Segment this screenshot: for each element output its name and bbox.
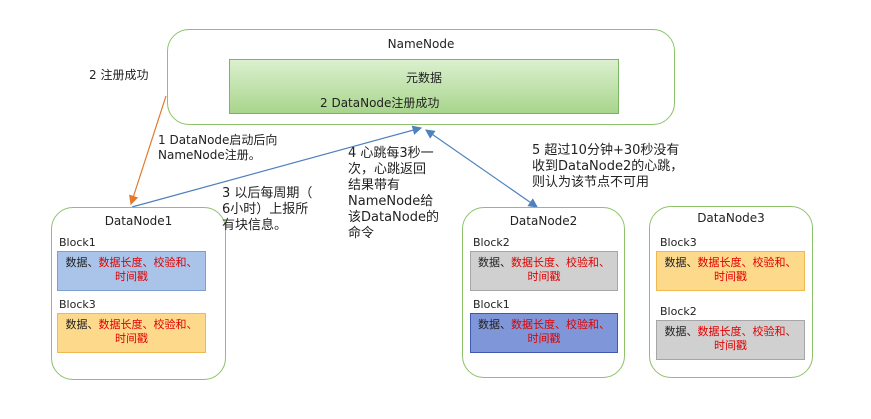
- datanode1-block1: 数据、数据长度、校验和、 时间戳: [57, 251, 206, 291]
- datanode3-block-label: Block2: [660, 305, 697, 318]
- block-meta-text: 数据长度、校验和、: [697, 256, 797, 269]
- block-timestamp-text: 时间戳: [527, 332, 561, 345]
- block-timestamp-text: 时间戳: [714, 270, 747, 283]
- timeout-note-line: 收到DataNode2的心跳，: [532, 159, 684, 174]
- datanode2-block2: 数据、数据长度、校验和、 时间戳: [470, 251, 618, 291]
- block-timestamp-text: 时间戳: [115, 270, 148, 283]
- datanode2-block1: 数据、数据长度、校验和、 时间戳: [470, 313, 618, 353]
- register-success-arrow: [129, 95, 167, 206]
- block-meta-text: 数据长度、校验和、: [98, 256, 198, 269]
- metadata-title: 元数据: [405, 71, 442, 85]
- heartbeat-note-line: 4 心跳每3秒一: [348, 146, 434, 161]
- datanode1-block-label: Block3: [59, 298, 96, 311]
- metadata-box: 元数据 2 DataNode注册成功: [229, 59, 619, 114]
- block-timestamp-text: 时间戳: [527, 270, 561, 283]
- block-report-note-line: 6小时）上报所: [222, 202, 309, 217]
- datanode2-title: DataNode2: [509, 214, 578, 228]
- block-data-text: 数据、: [664, 256, 698, 269]
- block-meta-text: 数据长度、校验和、: [511, 318, 610, 331]
- heartbeat-note-line: 结果带有: [348, 178, 401, 193]
- heartbeat-note-line: 命令: [348, 226, 375, 241]
- block-data-text: 数据、: [478, 318, 511, 331]
- block-report-note: 3 以后每周期（ 6小时）上报所 有块信息。: [222, 186, 312, 234]
- heartbeat-note-line: 次，心跳返回: [348, 162, 427, 177]
- datanode2-heartbeat-arrow: [425, 129, 538, 208]
- heartbeat-note-line: 该DataNode的: [348, 210, 439, 225]
- register-note: 1 DataNode启动后向 NameNode注册。: [158, 133, 277, 163]
- timeout-note: 5 超过10分钟+30秒没有 收到DataNode2的心跳， 则认为该节点不可用: [532, 143, 683, 191]
- timeout-note-line: 5 超过10分钟+30秒没有: [532, 143, 680, 158]
- block-report-note-line: 有块信息。: [222, 218, 288, 233]
- block-data-text: 数据、: [478, 256, 511, 269]
- heartbeat-note: 4 心跳每3秒一 次，心跳返回 结果带有 NameNode给 该DataNode…: [348, 146, 439, 242]
- register-note-line: NameNode注册。: [158, 148, 261, 162]
- block-meta-text: 数据长度、校验和、: [98, 318, 198, 331]
- block-timestamp-text: 时间戳: [714, 339, 747, 352]
- datanode3-block-label: Block3: [660, 236, 697, 249]
- block-data-text: 数据、: [664, 325, 698, 338]
- namenode-title: NameNode: [387, 37, 455, 51]
- register-note-line: 1 DataNode启动后向: [158, 133, 278, 147]
- datanode3-title: DataNode3: [697, 211, 765, 225]
- block-meta-text: 数据长度、校验和、: [511, 256, 610, 269]
- timeout-note-line: 则认为该节点不可用: [532, 175, 650, 190]
- datanode1-block-label: Block1: [59, 236, 96, 249]
- block-data-text: 数据、: [65, 256, 99, 269]
- metadata-note: 2 DataNode注册成功: [320, 96, 440, 110]
- datanode2-block-label: Block1: [473, 298, 510, 311]
- heartbeat-note-line: NameNode给: [348, 194, 434, 209]
- block-report-note-line: 3 以后每周期（: [222, 186, 313, 201]
- block-meta-text: 数据长度、校验和、: [697, 325, 797, 338]
- datanode3-block3: 数据、数据长度、校验和、 时间戳: [656, 251, 805, 291]
- block-timestamp-text: 时间戳: [115, 332, 148, 345]
- datanode1-title: DataNode1: [104, 214, 173, 228]
- datanode2-block-label: Block2: [473, 236, 510, 249]
- block-data-text: 数据、: [65, 318, 99, 331]
- datanode1-heartbeat-arrow: [131, 125, 423, 208]
- register-success-note: 2 注册成功: [89, 68, 149, 82]
- datanode3-block2: 数据、数据长度、校验和、 时间戳: [656, 320, 805, 360]
- datanode1-box: DataNode1: [51, 207, 226, 380]
- datanode1-block3: 数据、数据长度、校验和、 时间戳: [57, 313, 206, 353]
